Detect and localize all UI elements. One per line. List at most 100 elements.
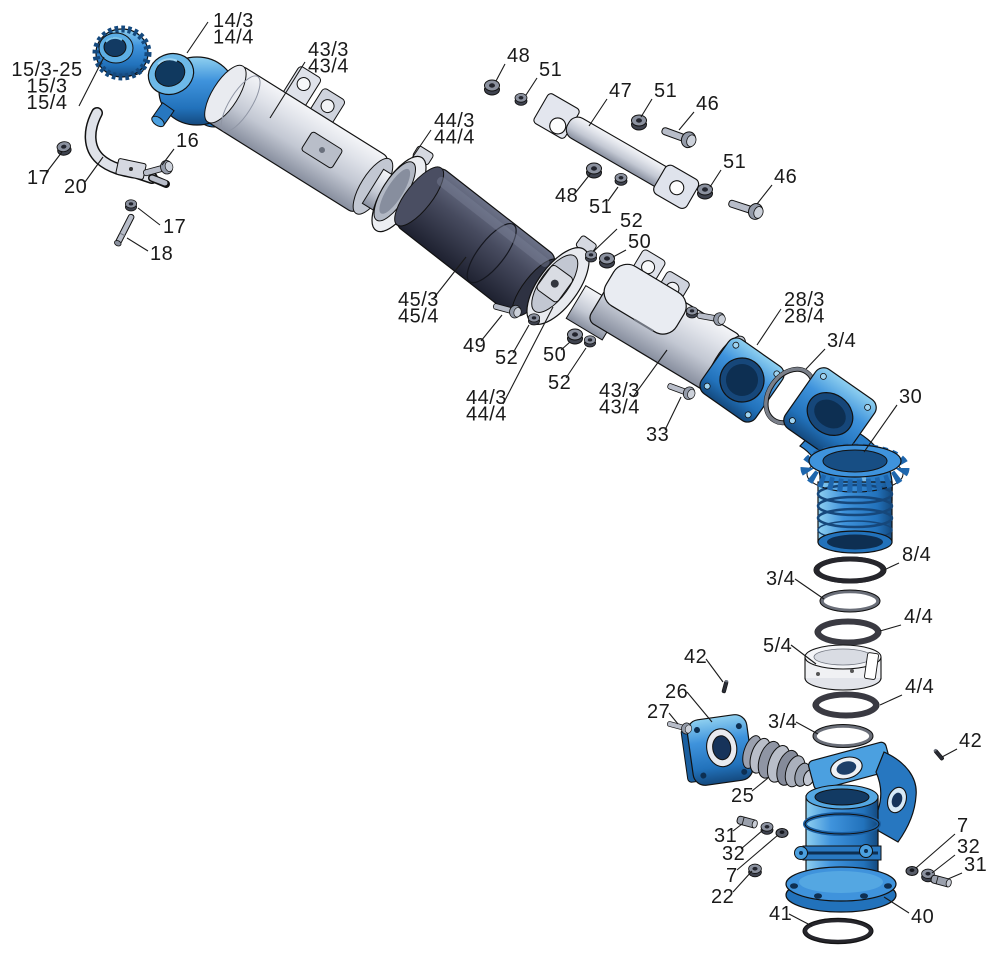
- callout-32b: 32: [931, 836, 980, 874]
- callout-16: 16: [161, 130, 199, 166]
- callout-label-22: 22: [711, 886, 734, 908]
- leader-line: [931, 854, 956, 874]
- seal-ring-4-4-upper: [814, 618, 882, 646]
- nut-fastener: [514, 93, 528, 106]
- leader-line: [941, 748, 958, 758]
- callout-31b: 31: [947, 854, 987, 880]
- setscrew-fastener: [735, 815, 759, 830]
- callout-label-51b: 51: [654, 80, 677, 102]
- leader-line: [186, 21, 209, 54]
- callout-label-26: 26: [665, 681, 688, 703]
- callout-label-27: 27: [647, 701, 670, 723]
- leader-line: [709, 169, 722, 188]
- callout-label-51a: 51: [539, 59, 562, 81]
- callout-label-3-4b: 3/4: [766, 568, 795, 590]
- leader-line: [883, 562, 900, 571]
- leader-line: [756, 184, 773, 205]
- callout-25: 25: [731, 777, 769, 807]
- clamp-ring-44-front: [371, 145, 434, 233]
- leader-line: [751, 777, 769, 792]
- callout-label-52c: 52: [548, 372, 571, 394]
- leader-line: [794, 578, 825, 600]
- callout-label-32b: 32: [957, 836, 980, 858]
- callout-48b: 48: [555, 172, 592, 207]
- leader-line: [432, 256, 467, 300]
- gear-ring: [800, 443, 910, 493]
- callout-51d: 51: [709, 151, 746, 188]
- worm-gear-25: [742, 735, 815, 788]
- clamp-hub-44-rear: [526, 235, 597, 325]
- leader-line: [879, 624, 902, 632]
- seal-ring-4-4-lower: [812, 691, 880, 719]
- callout-label-20: 20: [64, 176, 87, 198]
- bolt-fastener: [726, 194, 766, 222]
- callout-52c: 52: [548, 347, 587, 394]
- callout-label-5-4: 5/4: [763, 635, 792, 657]
- leader-line: [686, 691, 713, 723]
- callout-48a: 48: [495, 45, 530, 82]
- callout-label-17b: 17: [163, 216, 186, 238]
- callout-label-47: 47: [609, 80, 632, 102]
- leader-line: [879, 694, 903, 706]
- handle-lever-20: [84, 107, 170, 188]
- callout-label-17a: 17: [27, 167, 50, 189]
- callout-4-4a: 4/4: [879, 606, 933, 632]
- callout-50a: 50: [612, 231, 651, 258]
- leader-line: [790, 644, 817, 665]
- ribbed-coupling: [816, 481, 894, 554]
- cap-nut-15: [92, 25, 152, 81]
- callout-label-41: 41: [769, 903, 792, 925]
- callout-51b: 51: [640, 80, 677, 118]
- callout-label-18: 18: [150, 243, 173, 265]
- callout-33: 33: [646, 396, 682, 446]
- leader-line: [640, 98, 653, 118]
- callout-label-50b: 50: [543, 344, 566, 366]
- callout-17b: 17: [137, 207, 186, 238]
- callout-32a: 32: [722, 829, 764, 865]
- callout-30: 30: [863, 386, 922, 453]
- split-collar-5-4: [804, 644, 882, 691]
- leader-line: [678, 111, 695, 131]
- callout-label-48a: 48: [507, 45, 530, 67]
- leader-line: [512, 324, 530, 354]
- callout-3-4a: 3/4: [805, 330, 856, 370]
- leader-line: [788, 913, 813, 927]
- callout-31a: 31: [714, 823, 743, 847]
- callout-label-3-4a: 3/4: [827, 330, 856, 352]
- callout-label-52b: 52: [495, 347, 518, 369]
- callout-label-51d: 51: [723, 151, 746, 173]
- nut-fastener: [484, 79, 500, 96]
- callout-51c: 51: [589, 186, 619, 218]
- leader-line: [565, 347, 587, 379]
- callout-46a: 46: [678, 93, 719, 131]
- callout-40: 40: [883, 896, 934, 928]
- callout-20: 20: [64, 156, 104, 198]
- callout-label-31a: 31: [714, 825, 737, 847]
- callout-label-33: 33: [646, 424, 669, 446]
- callout-50b: 50: [543, 341, 571, 366]
- callout-label-7a: 7: [726, 865, 738, 887]
- nut-fastener: [686, 306, 698, 319]
- callout-label-16: 16: [176, 130, 199, 152]
- bearing-flange-26: [680, 714, 754, 786]
- callout-label-49a: 49: [463, 335, 486, 357]
- callout-42b: 42: [941, 730, 982, 758]
- leader-line: [161, 148, 175, 166]
- callout-22: 22: [711, 870, 753, 908]
- leader-line: [805, 348, 826, 370]
- leader-line: [269, 61, 306, 119]
- callout-label-46b: 46: [774, 166, 797, 188]
- pin-fastener: [932, 747, 945, 762]
- nut-fastener: [55, 140, 73, 157]
- callout-51a: 51: [525, 59, 562, 96]
- leader-line: [480, 314, 503, 342]
